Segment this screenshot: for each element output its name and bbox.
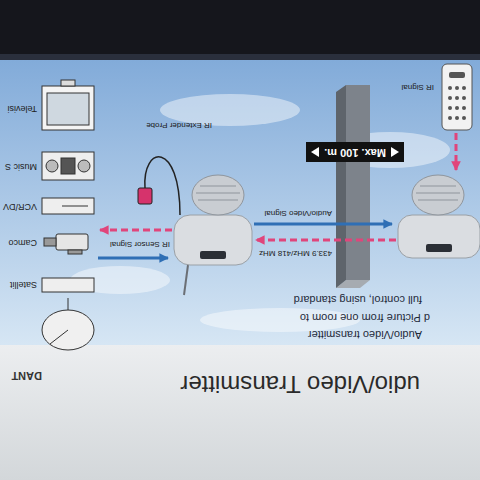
button bbox=[448, 86, 452, 90]
satellite-dish bbox=[42, 310, 94, 350]
unit-grill bbox=[412, 175, 464, 215]
button bbox=[462, 106, 466, 110]
button bbox=[448, 106, 452, 110]
satellite-receiver-icon bbox=[42, 278, 94, 292]
wall-side bbox=[336, 85, 346, 288]
device-label: Televisi bbox=[7, 103, 37, 114]
music-panel bbox=[61, 158, 75, 174]
button bbox=[448, 116, 452, 120]
wall-front bbox=[346, 85, 370, 280]
tv-stand bbox=[61, 80, 75, 86]
television-icon bbox=[42, 86, 94, 130]
vcr-slot bbox=[62, 206, 88, 207]
button bbox=[462, 96, 466, 100]
unit-body bbox=[174, 215, 252, 265]
device-label: Satellit bbox=[10, 279, 37, 290]
remote-control bbox=[442, 64, 472, 130]
device-label: Camco bbox=[8, 237, 37, 248]
arrow-symbol bbox=[391, 147, 399, 157]
button bbox=[449, 72, 465, 78]
remote-body bbox=[442, 64, 472, 130]
speaker bbox=[78, 160, 90, 172]
wall bbox=[336, 85, 370, 288]
button bbox=[455, 96, 459, 100]
grill-lines bbox=[196, 186, 240, 200]
arrow-symbol bbox=[311, 147, 319, 157]
distance-badge: Max. 100 m. bbox=[306, 142, 404, 162]
transmitter-unit bbox=[398, 175, 480, 258]
ir-sensor-arrow bbox=[100, 229, 172, 232]
tv-screen bbox=[47, 93, 89, 125]
button bbox=[455, 86, 459, 90]
ir-probe bbox=[138, 188, 152, 204]
arrow-symbol bbox=[391, 147, 399, 157]
dish-arm bbox=[50, 330, 68, 344]
receiver-unit bbox=[138, 157, 252, 295]
frequency-label: 433.9 MHz/418 MHz bbox=[259, 248, 332, 258]
description-line: Audio/Video transmitter bbox=[308, 328, 422, 341]
description-line: d Picture from one room to bbox=[300, 311, 430, 324]
button bbox=[462, 86, 466, 90]
camcorder-icon bbox=[56, 234, 88, 250]
unit-window bbox=[426, 244, 452, 252]
part-label: IR Extender Probe bbox=[146, 120, 212, 130]
brand-name: DANT bbox=[11, 369, 42, 382]
sky-panel bbox=[0, 60, 480, 345]
unit-grill bbox=[192, 175, 244, 215]
button bbox=[455, 116, 459, 120]
button bbox=[455, 106, 459, 110]
speaker bbox=[46, 160, 58, 172]
unit-body bbox=[398, 215, 480, 258]
signal-arrows bbox=[98, 133, 456, 258]
ir-arrow bbox=[455, 133, 458, 170]
signal-label: Audio/Video Signal bbox=[265, 208, 332, 218]
unit-window bbox=[200, 251, 226, 259]
antenna bbox=[184, 265, 188, 295]
clouds bbox=[70, 94, 450, 332]
rf-arrow bbox=[256, 239, 396, 242]
distance-text: Max. 100 m. bbox=[324, 146, 386, 159]
camcorder-handle bbox=[68, 250, 82, 254]
camcorder-lens bbox=[44, 238, 56, 246]
vcr-icon bbox=[42, 198, 94, 214]
button bbox=[462, 116, 466, 120]
probe-cable bbox=[145, 157, 180, 215]
av-input-arrow bbox=[98, 257, 168, 260]
grill-lines bbox=[416, 186, 460, 200]
device-label: VCR/DV bbox=[3, 201, 37, 212]
devices bbox=[42, 80, 94, 350]
signal-label: IR Sensor Signal bbox=[110, 239, 170, 249]
flap-edge bbox=[0, 54, 480, 60]
product-title: udio/Video Transmitter bbox=[180, 369, 420, 398]
button bbox=[448, 96, 452, 100]
description-line: full control, using standard bbox=[294, 293, 422, 306]
music-system-icon bbox=[42, 152, 94, 180]
av-arrow bbox=[254, 223, 392, 226]
device-label: Music S bbox=[5, 161, 37, 172]
box-flap bbox=[0, 0, 480, 60]
signal-label: IR Signal bbox=[402, 82, 434, 92]
arrow-symbol bbox=[311, 147, 319, 157]
remote-buttons bbox=[448, 72, 466, 120]
box-panel bbox=[0, 345, 480, 480]
